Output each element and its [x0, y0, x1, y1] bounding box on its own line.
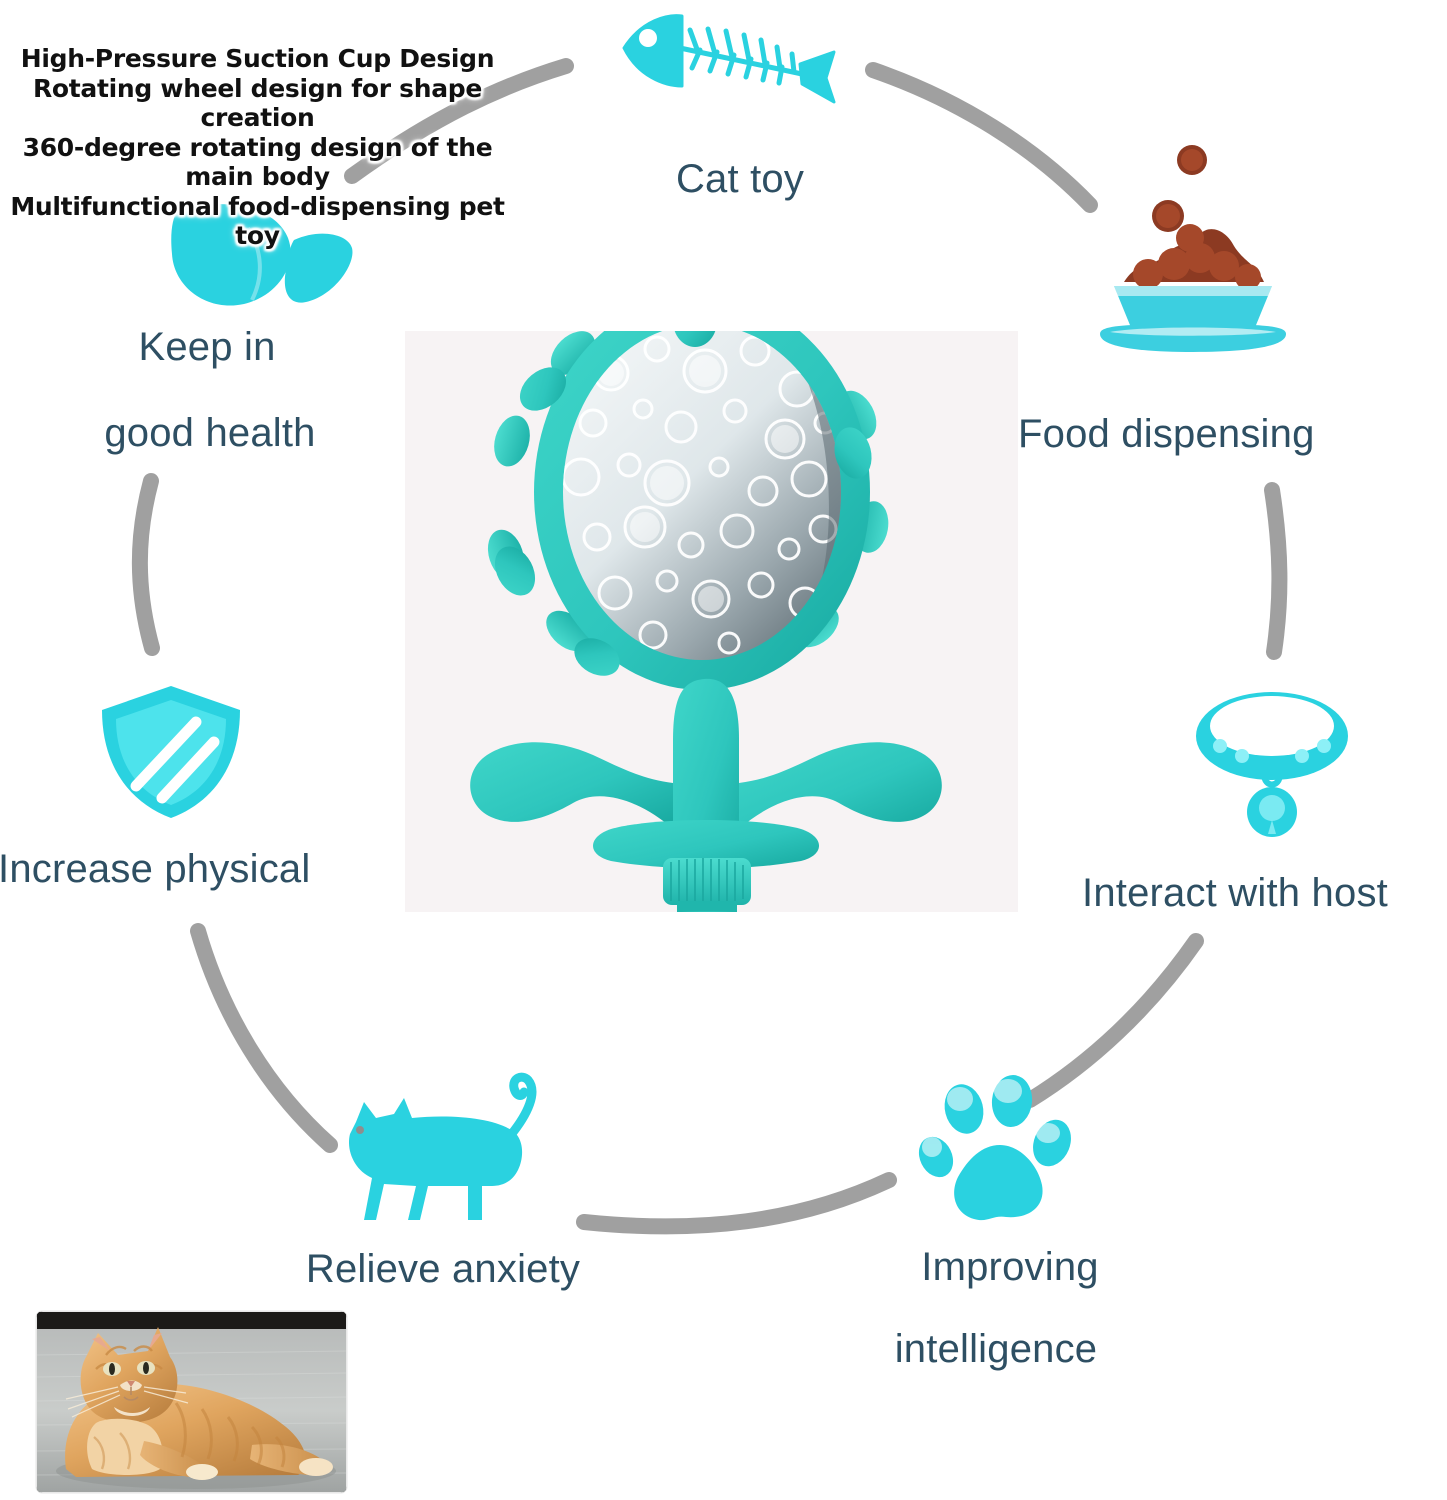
- label-cat-toy: Cat toy: [675, 157, 805, 201]
- butterfly-icon: [152, 192, 358, 320]
- label-keep-in-good-health-line2: good health: [104, 411, 316, 455]
- paw-print-icon: [912, 1073, 1088, 1229]
- arc-improving-to-relieve: [576, 1172, 897, 1235]
- arc-relieve-to-physical: [190, 923, 338, 1153]
- label-food-dispensing: Food dispensing: [1018, 412, 1315, 456]
- label-interact-with-host: Interact with host: [1082, 871, 1388, 915]
- label-improving-intelligence-line2: intelligence: [894, 1327, 1098, 1371]
- label-improving-intelligence-line1: Improving: [921, 1245, 1099, 1289]
- arc-cattoy-to-food: [865, 62, 1098, 213]
- product-image-panel: [405, 331, 1018, 912]
- pet-collar-icon: [1184, 674, 1360, 850]
- arc-food-to-interact: [1264, 482, 1288, 660]
- arc-interact-to-improving: [1022, 933, 1204, 1108]
- label-keep-in-good-health-line1: Keep in: [138, 325, 276, 369]
- arc-physical-to-health: [131, 473, 160, 656]
- fish-bone-icon: [612, 2, 840, 124]
- spec-overlay-text: High-Pressure Suction Cup Design Rotatin…: [10, 44, 505, 250]
- walking-cat-icon: [332, 1072, 564, 1234]
- arc-health-to-cattoy: [344, 58, 574, 184]
- shield-icon: [92, 682, 250, 822]
- product-illustration: [470, 331, 942, 912]
- label-relieve-anxiety: Relieve anxiety: [305, 1247, 581, 1291]
- food-bowl-icon: [1082, 134, 1304, 356]
- cat-photo: [36, 1311, 347, 1493]
- label-increase-physical: Increase physical: [0, 847, 311, 891]
